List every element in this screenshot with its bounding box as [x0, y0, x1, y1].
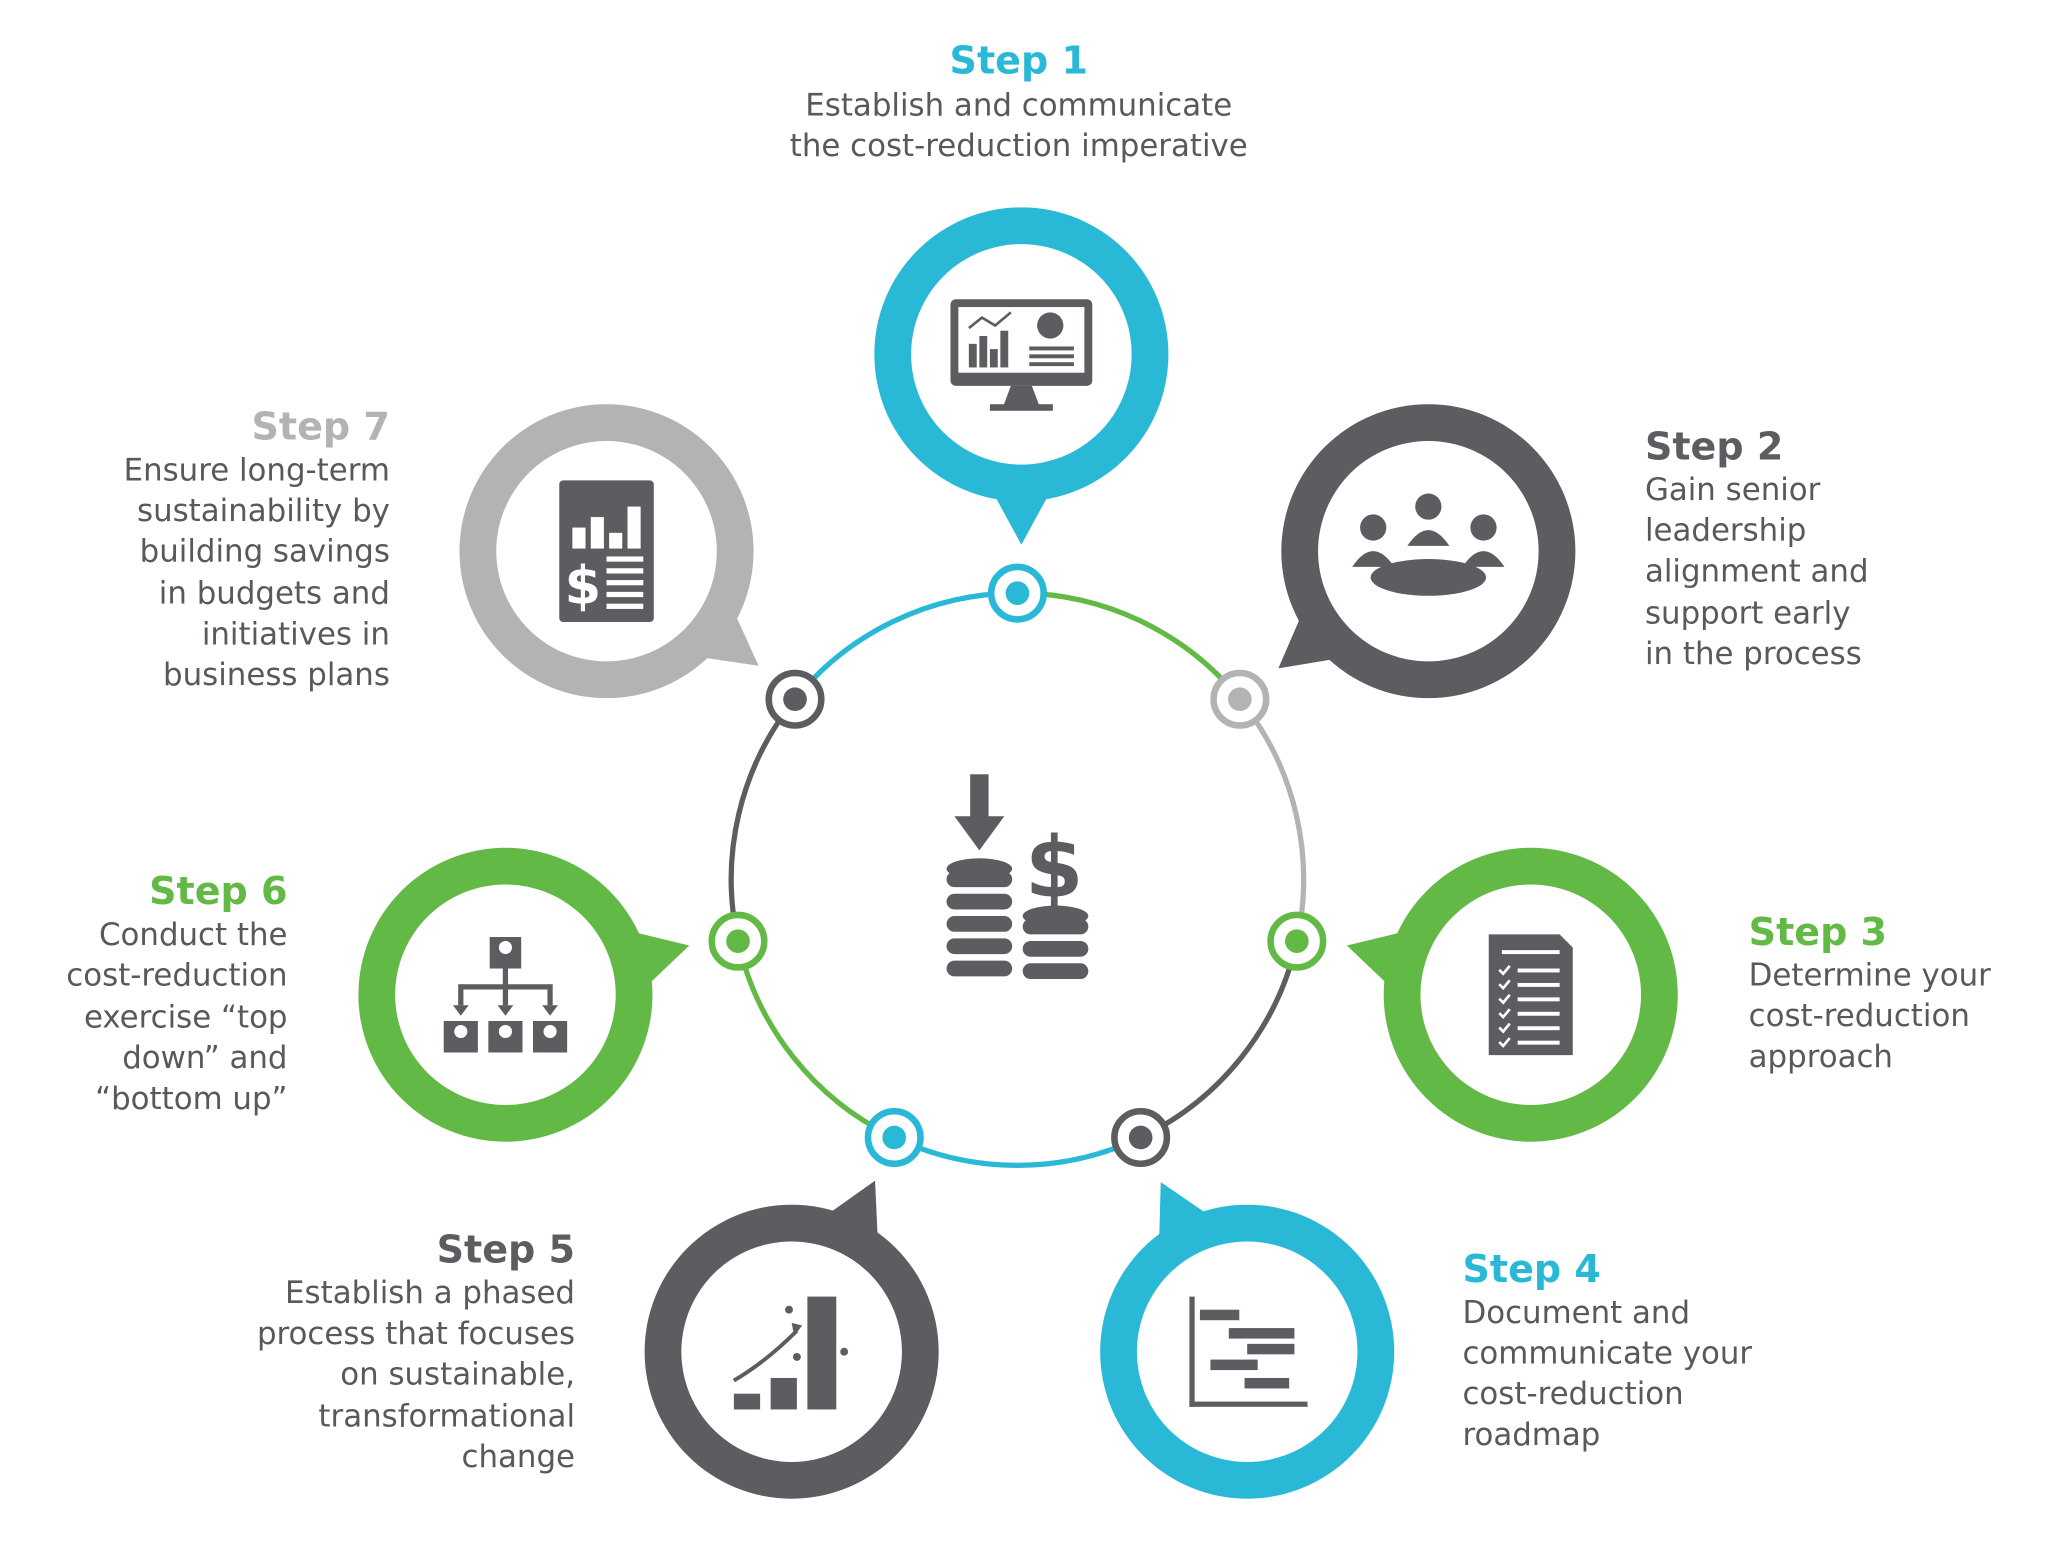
- cycle-ring: [708, 563, 1327, 1168]
- step-5-line: transformational: [318, 1399, 575, 1435]
- step-2-bubble: [1278, 404, 1576, 699]
- step-7-text: Step 7 Ensure long-term sustainability b…: [124, 405, 390, 693]
- step-2-line: Gain senior: [1645, 472, 1821, 508]
- step-3-title: Step 3: [1749, 910, 1887, 954]
- step-2-title: Step 2: [1645, 424, 1783, 468]
- budget-report-icon: $: [559, 480, 654, 623]
- growth-chart-icon: [732, 1296, 849, 1410]
- step-4-text: Step 4 Document and communicate your cos…: [1462, 1247, 1752, 1453]
- step-5-line: process that focuses: [257, 1316, 575, 1352]
- step-3-line: approach: [1749, 1039, 1893, 1075]
- ring-node: [987, 563, 1047, 623]
- ring-node: [1267, 911, 1327, 971]
- ring-segment: [893, 1135, 1142, 1168]
- step-1-line: the cost-reduction imperative: [790, 128, 1248, 164]
- step-5-line: Establish a phased: [285, 1275, 575, 1311]
- step-7-line: business plans: [163, 657, 390, 693]
- gantt-chart-icon: [1189, 1296, 1308, 1407]
- step-7-line: Ensure long-term: [124, 452, 390, 488]
- step-6-line: cost-reduction: [66, 958, 287, 994]
- step-4-line: Document and: [1462, 1295, 1690, 1331]
- step-6-text: Step 6 Conduct the cost-reduction exerci…: [66, 869, 287, 1117]
- step-4-line: communicate your: [1462, 1336, 1752, 1372]
- checklist-document-icon: [1488, 934, 1573, 1056]
- ring-node: [708, 911, 768, 971]
- step-5-text: Step 5 Establish a phased process that f…: [257, 1227, 575, 1475]
- ring-segment: [1139, 940, 1300, 1140]
- ring-segment: [1017, 590, 1242, 701]
- org-chart-icon: [443, 937, 568, 1053]
- step-3-bubble: [1346, 847, 1678, 1142]
- ring-node: [864, 1107, 924, 1168]
- step-4-title: Step 4: [1462, 1247, 1600, 1291]
- step-6-line: “bottom up”: [95, 1081, 287, 1117]
- step-7-line: building savings: [140, 534, 390, 570]
- svg-text:$: $: [1025, 818, 1083, 916]
- step-2-text: Step 2 Gain senior leadership alignment …: [1645, 424, 1869, 672]
- step-4-bubble: [1100, 1182, 1395, 1499]
- step-2-line: leadership: [1645, 513, 1806, 549]
- step-5-title: Step 5: [437, 1227, 575, 1271]
- step-3-text: Step 3 Determine your cost-reduction app…: [1749, 910, 1991, 1075]
- ring-node: [1210, 669, 1270, 729]
- coin-stack: [1022, 905, 1089, 980]
- step-6-title: Step 6: [149, 869, 287, 913]
- ring-segment: [1237, 697, 1307, 942]
- ring-node: [765, 669, 825, 729]
- meeting-people-icon: [1352, 493, 1505, 596]
- step-3-line: cost-reduction: [1749, 998, 1970, 1034]
- step-1-title: Step 1: [950, 38, 1088, 82]
- step-4-line: cost-reduction: [1462, 1376, 1683, 1412]
- svg-text:$: $: [565, 556, 602, 617]
- step-2-line: support early: [1645, 595, 1851, 631]
- step-6-bubble: [358, 847, 690, 1142]
- step-6-line: exercise “top: [84, 1000, 288, 1036]
- step-7-line: sustainability by: [137, 493, 390, 529]
- coin-stack: [946, 858, 1013, 977]
- step-2-line: in the process: [1645, 636, 1862, 672]
- ring-segment: [728, 697, 798, 942]
- step-2-line: alignment and: [1645, 553, 1869, 589]
- step-6-line: Conduct the: [99, 917, 288, 953]
- ring-node: [1111, 1107, 1171, 1168]
- step-1-text: Step 1 Establish and communicate the cos…: [790, 38, 1248, 164]
- step-6-line: down” and: [122, 1040, 287, 1076]
- step-3-line: Determine your: [1749, 958, 1991, 994]
- step-1-line: Establish and communicate: [805, 87, 1232, 123]
- coins-down-dollar-icon: $: [946, 774, 1089, 980]
- step-7-title: Step 7: [252, 405, 390, 449]
- ring-segment: [792, 590, 1018, 701]
- step-4-line: roadmap: [1462, 1417, 1600, 1453]
- ring-segment: [735, 940, 896, 1140]
- step-7-line: initiatives in: [202, 616, 390, 652]
- step-7-line: in budgets and: [159, 576, 390, 612]
- step-1-bubble: [874, 207, 1169, 545]
- monitor-chart-icon: [950, 299, 1093, 411]
- step-5-line: change: [462, 1439, 575, 1475]
- step-5-line: on sustainable,: [340, 1357, 575, 1393]
- step-5-bubble: [644, 1180, 939, 1499]
- step-7-bubble: $: [459, 404, 759, 699]
